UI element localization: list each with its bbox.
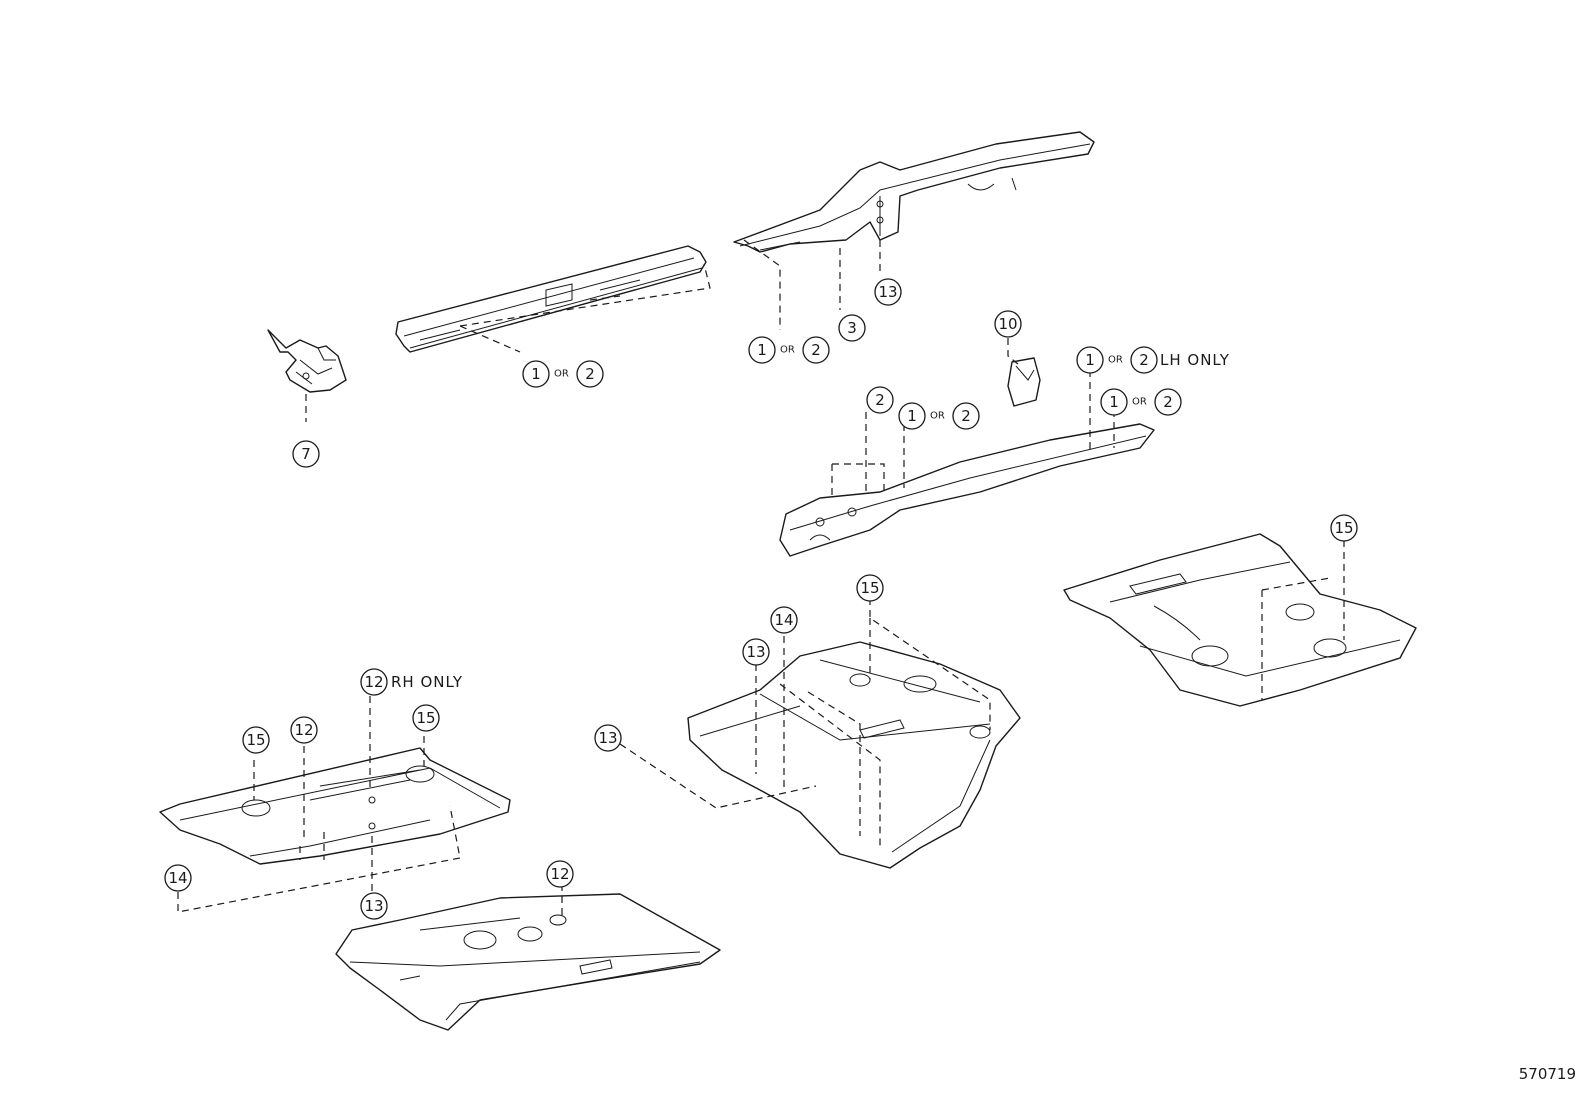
callout-12-rh: 12 [360,668,388,696]
callout-14-center-floor: 14 [770,606,798,634]
callout-15-rear-floor: 15 [1330,514,1358,542]
callout-2-sill: 2 [576,360,604,388]
callout-1-rear-member-right: 1 [1100,388,1128,416]
callout-15-left-floor-a: 15 [242,726,270,754]
callout-13-center-floor: 13 [742,638,770,666]
svg-text:13: 13 [364,897,383,915]
callout-7: 7 [292,440,320,468]
rear-floor-pan-part [1063,533,1417,707]
svg-text:1: 1 [757,341,767,359]
svg-text:2: 2 [961,407,971,425]
or-label-lh: OR [1108,355,1123,366]
callout-1-lh: 1 [1076,346,1104,374]
svg-text:14: 14 [168,869,187,887]
svg-text:13: 13 [878,283,897,301]
svg-text:13: 13 [598,729,617,747]
svg-text:15: 15 [860,579,879,597]
svg-text:2: 2 [1163,393,1173,411]
or-label-sill: OR [554,369,569,380]
svg-text:2: 2 [1139,351,1149,369]
svg-text:13: 13 [746,643,765,661]
leader-lines [177,239,1345,916]
callout-1-rear-member: 1 [898,402,926,430]
callout-1-sill: 1 [522,360,550,388]
callout-12-front-floor: 12 [546,860,574,888]
callout-3: 3 [838,314,866,342]
callout-2-rear-member: 2 [866,386,894,414]
small-plate-part [1007,357,1041,407]
svg-text:1: 1 [1085,351,1095,369]
callout-2-rear-member-b: 2 [952,402,980,430]
or-label-rear-member-right: OR [1132,397,1147,408]
callout-2-front-member: 2 [802,336,830,364]
callout-2-lh: 2 [1130,346,1158,374]
callout-10: 10 [994,310,1022,338]
svg-text:1: 1 [1109,393,1119,411]
svg-text:15: 15 [416,709,435,727]
svg-text:1: 1 [907,407,917,425]
rocker-sill-part [395,245,707,353]
callout-13-center-floor-left: 13 [594,724,622,752]
svg-text:12: 12 [294,721,313,739]
callout-14-left-floor: 14 [164,864,192,892]
diagram-code: 570719 [1518,1065,1576,1083]
callout-12-left-floor: 12 [290,716,318,744]
center-floor-pan-part [687,641,1021,869]
svg-text:12: 12 [550,865,569,883]
rear-side-member-part [779,423,1155,557]
callout-13-front-member: 13 [874,278,902,306]
front-floor-panel-part [335,893,721,1031]
svg-text:2: 2 [811,341,821,359]
rh-only-note: RH ONLY [391,673,463,691]
callout-15-left-floor-b: 15 [412,704,440,732]
callout-2-rear-member-right: 2 [1154,388,1182,416]
svg-text:15: 15 [1334,519,1353,537]
callout-15-center-floor: 15 [856,574,884,602]
svg-text:15: 15 [246,731,265,749]
svg-text:7: 7 [301,445,311,463]
or-label-rear-member: OR [930,411,945,422]
svg-text:3: 3 [847,319,857,337]
svg-text:12: 12 [364,673,383,691]
svg-text:2: 2 [875,391,885,409]
front-side-member-part [733,131,1095,253]
svg-text:1: 1 [531,365,541,383]
or-label-front-member: OR [780,345,795,356]
bracket-part [267,329,347,393]
callout-1-front-member: 1 [748,336,776,364]
callout-13-left-floor: 13 [360,892,388,920]
svg-text:14: 14 [774,611,793,629]
svg-text:10: 10 [998,315,1017,333]
front-floor-panel-left-part [159,747,511,865]
lh-only-note: LH ONLY [1160,351,1230,369]
svg-text:2: 2 [585,365,595,383]
